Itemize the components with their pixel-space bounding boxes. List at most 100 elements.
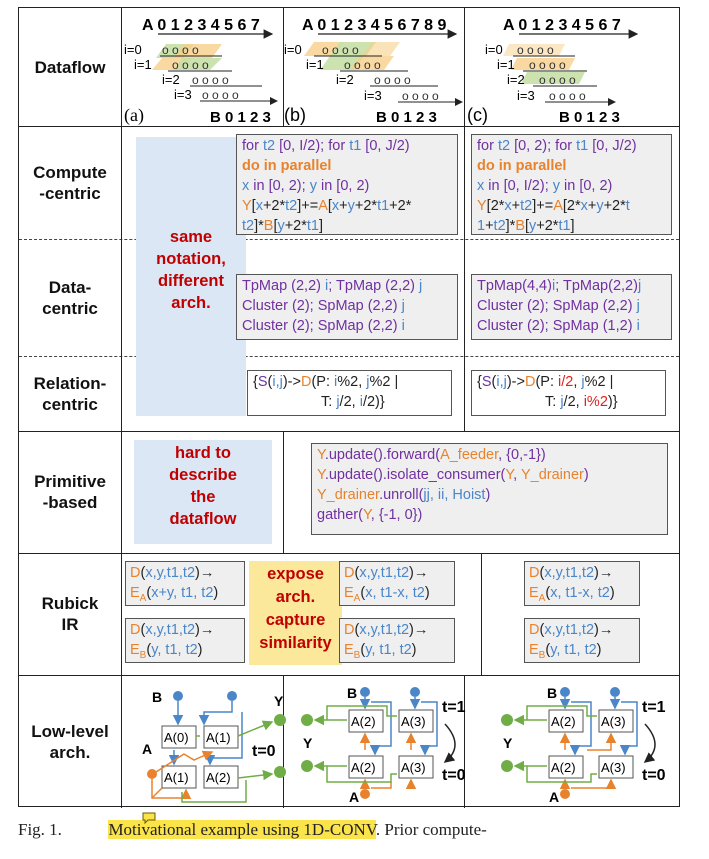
svg-text:A(0): A(0)	[164, 730, 189, 745]
svg-text:o o o o: o o o o	[549, 89, 586, 103]
svg-text:o o o o: o o o o	[192, 73, 229, 87]
col-divider	[464, 8, 465, 126]
row-label: i=3	[174, 87, 192, 102]
svg-text:o o o o: o o o o	[402, 89, 439, 103]
ir-expr-b2: D(x,y,t1,t2)→ EB(y, t1, t2)	[339, 618, 455, 663]
row-label: i=2	[507, 72, 525, 87]
svg-text:Y: Y	[303, 735, 313, 751]
row-divider	[19, 431, 679, 432]
comment-annotation-icon[interactable]	[142, 812, 156, 824]
dataflow-diagrams: A 0 1 2 3 4 5 6 7 i=0 i=1 i=2 i=3 o o o …	[124, 17, 639, 126]
col-divider	[464, 675, 465, 808]
note-box-blue	[136, 137, 246, 416]
svg-text:o o o o: o o o o	[517, 43, 554, 57]
svg-text:A(1): A(1)	[206, 730, 231, 745]
ir-expr-b1: D(x,y,t1,t2)→ EA(x, t1-x, t2)	[339, 561, 455, 606]
arch-panel-b: B A(2) A(3) A(2) A(3) A Y	[301, 685, 466, 805]
row-label-primitive: Primitive -based	[34, 472, 106, 512]
row-label: i=0	[124, 42, 142, 57]
svg-text:A(3): A(3)	[401, 714, 426, 729]
figure-caption: Fig. 1. Motivational example using 1D-CO…	[18, 820, 487, 840]
row-divider	[19, 126, 679, 127]
svg-text:t=0: t=0	[252, 743, 276, 760]
svg-text:Y: Y	[503, 735, 513, 751]
col-divider	[283, 431, 284, 553]
dataflow-panel-b: A 0 1 2 3 4 5 6 7 8 9 i=0 i=1 i=2 i=3 o …	[284, 17, 463, 126]
ir-expr-c2: D(x,y,t1,t2)→ EB(y, t1, t2)	[524, 618, 640, 663]
svg-text:Y: Y	[274, 693, 284, 709]
axis-b-label: B 0 1 2 3	[210, 109, 271, 126]
expose-arch-note: expose arch. capture similarity	[259, 565, 332, 652]
compute-code-c: for t2 [0, 2); for t1 [0, J/2) do in par…	[471, 134, 672, 235]
axis-a-label: A 0 1 2 3 4 5 6 7	[503, 17, 621, 34]
row-label: i=3	[364, 88, 382, 103]
svg-text:A(2): A(2)	[206, 770, 231, 785]
svg-text:t=1: t=1	[642, 699, 666, 716]
row-label-dataflow: Dataflow	[34, 57, 106, 77]
svg-text:A(2): A(2)	[351, 760, 376, 775]
svg-text:A(2): A(2)	[551, 760, 576, 775]
row-divider	[19, 675, 679, 676]
col-divider	[481, 553, 482, 675]
hard-to-describe-note: hard to describe the dataflow	[169, 444, 237, 528]
row-divider	[19, 553, 679, 554]
row-label: i=1	[497, 57, 515, 72]
svg-text:A: A	[549, 789, 559, 805]
svg-text:A(2): A(2)	[351, 714, 376, 729]
panel-label: (b)	[284, 105, 306, 125]
row-divider	[19, 356, 679, 357]
svg-text:A(1): A(1)	[164, 770, 189, 785]
axis-b-label: B 0 1 2 3	[559, 109, 620, 126]
row-label-relation: Relation- centric	[33, 373, 107, 414]
svg-text:t=1: t=1	[442, 699, 466, 716]
data-code-b: TpMap (2,2) i; TpMap (2,2) j Cluster (2)…	[236, 274, 458, 340]
svg-text:o o o o: o o o o	[202, 88, 239, 102]
svg-text:o o o o: o o o o	[322, 43, 359, 57]
col-divider	[283, 8, 284, 126]
ir-expr-a1: D(x,y,t1,t2)→ EA(x+y, t1, t2)	[125, 561, 245, 606]
dataflow-panel-c: A 0 1 2 3 4 5 6 7 i=0 i=1 i=2 i=3 o o o …	[467, 17, 639, 126]
svg-text:o o o o: o o o o	[172, 58, 209, 72]
svg-text:o o o o: o o o o	[162, 43, 199, 57]
row-label-data: Data- centric	[42, 277, 98, 318]
col-divider	[464, 126, 465, 431]
arch-panel-c: B A(2) A(3) A(2) A(3) A Y	[501, 685, 666, 805]
row-label: i=1	[134, 57, 152, 72]
caption-highlight: Motivational example using 1D-CONV	[108, 820, 376, 839]
svg-text:A(3): A(3)	[401, 760, 426, 775]
axis-b-label: B 0 1 2 3	[376, 109, 437, 126]
svg-text:t=0: t=0	[642, 767, 666, 784]
row-label: i=2	[162, 72, 180, 87]
svg-text:o o o o: o o o o	[529, 58, 566, 72]
row-divider	[19, 239, 679, 240]
arch-diagrams: B A(0) A(1) A(1) A(2) A Y t=0	[142, 685, 666, 805]
col-divider	[283, 675, 284, 808]
compute-code-b: for t2 [0, I/2); for t1 [0, J/2) do in p…	[236, 134, 458, 235]
row-label-rubick: Rubick IR	[41, 594, 99, 634]
axis-a-label: A 0 1 2 3 4 5 6 7 8 9	[302, 17, 447, 34]
axis-a-label: A 0 1 2 3 4 5 6 7	[142, 17, 260, 34]
relation-code-c: {S(i,j)->D(P: i/2, j%2 | T: j/2, i%2)}	[471, 370, 666, 416]
ir-expr-c1: D(x,y,t1,t2)→ EA(x, t1-x, t2)	[524, 561, 640, 606]
panel-label: (a)	[124, 105, 144, 126]
svg-text:A: A	[349, 789, 359, 805]
panel-label: (c)	[467, 105, 488, 125]
ir-expr-a2: D(x,y,t1,t2)→ EB(y, t1, t2)	[125, 618, 245, 663]
svg-text:A: A	[142, 741, 152, 757]
svg-text:B: B	[547, 685, 557, 701]
svg-text:o o o o: o o o o	[374, 73, 411, 87]
svg-text:B: B	[347, 685, 357, 701]
svg-text:o o o o: o o o o	[344, 58, 381, 72]
label-column-divider	[121, 8, 122, 808]
row-label: i=1	[306, 57, 324, 72]
caption-prefix: Fig. 1.	[18, 820, 62, 839]
row-label: i=3	[517, 88, 535, 103]
row-label: i=2	[336, 72, 354, 87]
svg-text:t=0: t=0	[442, 767, 466, 784]
svg-text:o o o o: o o o o	[539, 73, 576, 87]
row-label-compute: Compute -centric	[33, 162, 107, 203]
note-box-blue	[134, 440, 272, 544]
row-label: i=0	[284, 42, 302, 57]
row-label: i=0	[485, 42, 503, 57]
dataflow-panel-a: A 0 1 2 3 4 5 6 7 i=0 i=1 i=2 i=3 o o o …	[124, 17, 278, 126]
